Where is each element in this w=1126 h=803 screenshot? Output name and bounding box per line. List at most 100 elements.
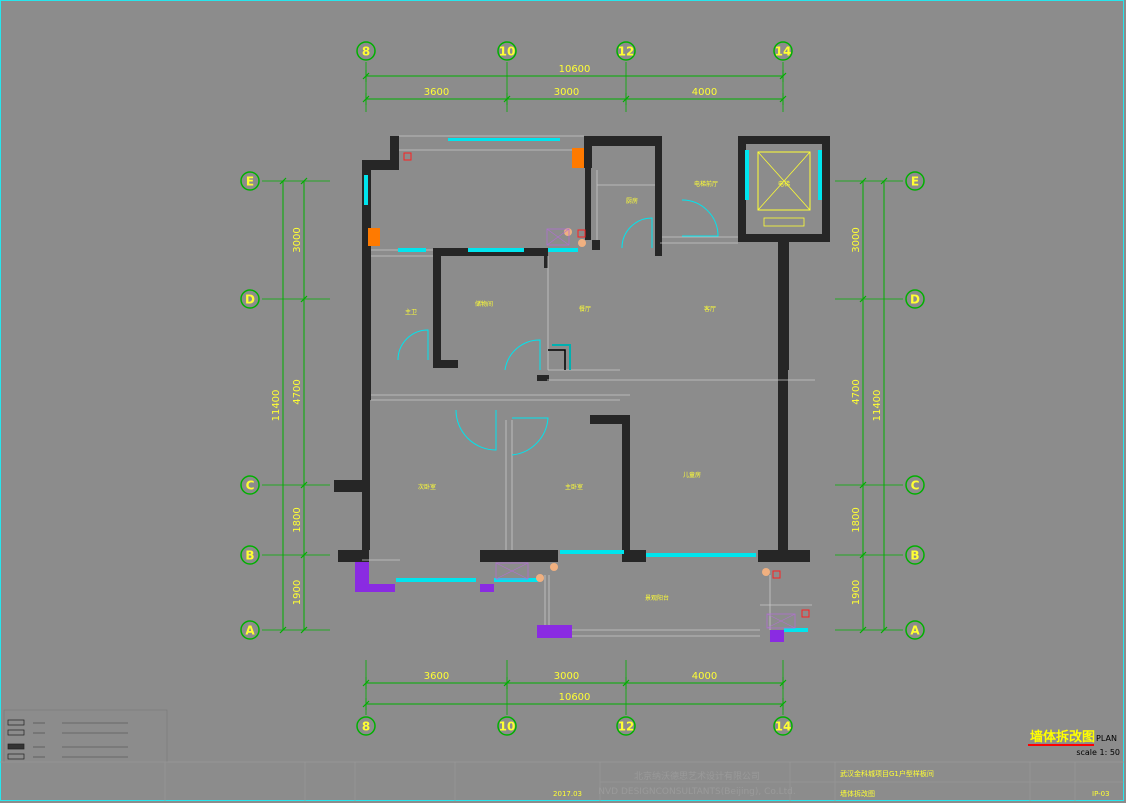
fixture-marker [403,152,412,161]
elevator-door [763,217,805,227]
top-seg-dim-label: 3600 [424,87,449,98]
wall-segment [584,136,592,168]
window [396,578,476,582]
wall-segment [433,248,441,368]
wall-segment [480,550,558,562]
axis-bubble-circle [773,41,793,61]
top-seg-dim-label: 4000 [692,87,717,98]
bottom-seg-dim-label: 3600 [424,671,449,682]
axis-bubble-circle [240,545,260,565]
door-swing [397,329,429,361]
window [548,248,578,252]
cabinet [552,344,571,370]
wall-segment [537,375,549,381]
wall-segment [362,160,371,400]
legend-swatch [7,753,25,760]
left-seg-dim-label: 1800 [292,507,303,532]
window [646,553,756,557]
axis-bubble-circle [356,716,376,736]
demolition-mark [355,562,369,590]
top-seg-dim-label: 3000 [554,87,579,98]
pipe-marker [578,239,586,247]
door-swing [681,199,719,237]
drawing-date: 2017.03 [553,790,582,798]
axis-bubble-label: D [910,293,920,307]
room-balcony: 景观阳台 [645,594,669,602]
window [818,150,822,200]
wall-segment [584,136,662,146]
door-swing [511,417,549,456]
right-seg-dim-label: 4700 [851,379,862,404]
door-swing [455,409,497,451]
room-labels: 厨房主卫储物间餐厅客厅次卧室主卧室儿童房景观阳台电梯前厅电梯 [405,180,790,602]
axis-bubble-circle [905,475,925,495]
wall-segment [738,234,830,242]
axis-bubble-circle [356,41,376,61]
axis-bubble-circle [773,716,793,736]
axis-bubble-circle [240,475,260,495]
axis-bubble-circle [497,716,517,736]
pipe-marker [762,568,770,576]
window [494,578,538,582]
drawing-scale: scale 1: 50 [1076,748,1120,757]
axis-bubble-label: 12 [618,45,635,59]
windows-and-doors [364,138,822,632]
window [398,248,426,252]
wall-segment [778,240,789,370]
axis-bubble-label: 14 [775,45,792,59]
elevator-box [757,151,811,211]
wall-segment [758,550,810,562]
bottom-seg-dim-label: 3000 [554,671,579,682]
axis-bubble-label: E [911,175,919,189]
water-heater [368,228,380,246]
axis-bubble-circle [905,171,925,191]
drawing-title-cn: 墙体拆改图 [1030,729,1095,745]
company-name-en: NVD DESIGNCONSULTANTS(Beijing), Co.Ltd. [598,787,795,797]
axis-bubble-label: D [245,293,255,307]
ac-unit [495,562,529,580]
left-seg-dim-label: 3000 [292,227,303,252]
sheet-name: 墙体拆改图 [840,789,875,798]
room-master-bedroom: 主卧室 [565,483,583,491]
room-children: 儿童房 [683,471,701,479]
right-seg-dim-label: 1900 [851,580,862,605]
wall-segment [334,480,362,492]
left-seg-dim-label: 4700 [292,379,303,404]
wall-segment [338,550,368,562]
axis-bubble-label: 10 [499,45,516,59]
wall-segment [362,160,390,170]
room-storage: 储物间 [475,300,493,308]
pipe-marker [536,574,544,582]
right-total-dim-label: 11400 [872,390,883,422]
left-total-dim-label: 11400 [271,390,282,422]
left-seg-dim-label: 1900 [292,580,303,605]
door-swing [621,217,653,249]
axis-bubble-label: B [245,549,254,563]
wall-segment [778,370,788,550]
wall-segment [624,550,646,562]
axis-bubble-label: 10 [499,720,516,734]
ac-unit-cross [546,228,570,246]
axis-bubble-label: A [910,624,920,638]
room-dining: 餐厅 [579,305,591,313]
wall-segment [433,360,458,368]
axis-bubble-label: 8 [362,720,370,734]
bottom-total-dim-label: 10600 [559,692,591,703]
axis-bubble-circle [497,41,517,61]
window [784,628,808,632]
window [560,550,624,554]
bottom-seg-dim-label: 4000 [692,671,717,682]
boiler [572,148,584,168]
axis-bubble-circle [905,545,925,565]
window [364,175,368,205]
axis-bubble-label: A [245,624,255,638]
drawing-title-en: PLAN [1096,734,1117,743]
axis-bubble-label: C [246,479,255,493]
axis-bubble-label: C [911,479,920,493]
legend-swatch [7,729,25,736]
ac-unit-cross [495,562,529,580]
